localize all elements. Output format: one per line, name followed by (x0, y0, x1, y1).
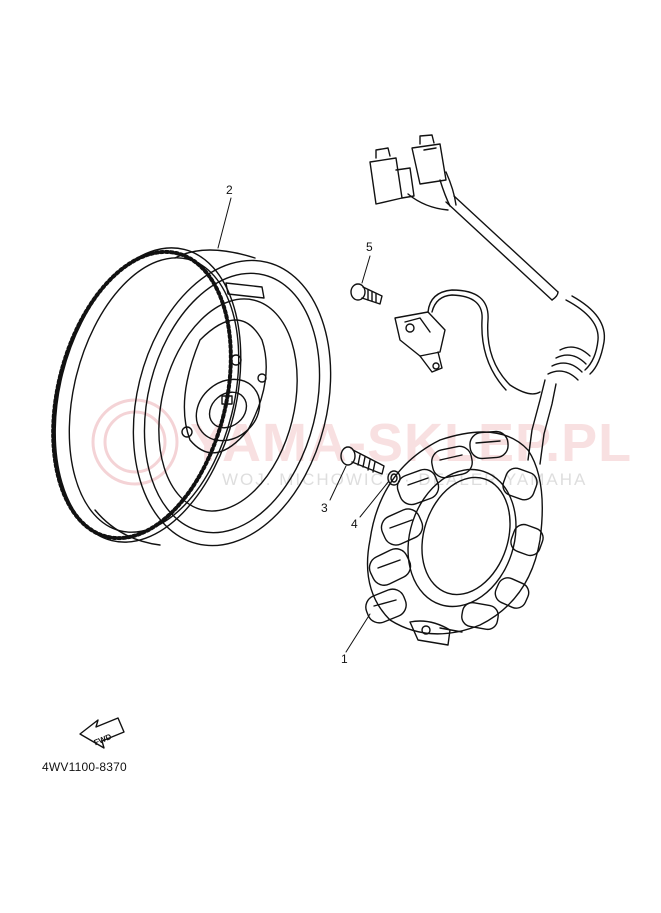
washer-part-4 (387, 470, 401, 486)
callout-5: 5 (366, 240, 373, 254)
screw-part-3 (340, 446, 385, 475)
fwd-arrow-icon (79, 717, 125, 749)
pickup-coil (394, 289, 541, 395)
watermark-text: YAMA-SKLEP.PL (190, 413, 633, 473)
stator-assembly (365, 430, 544, 646)
callout-2: 2 (226, 183, 233, 197)
wire-harness (369, 134, 606, 465)
diagram-code: 4WV1100-8370 (42, 760, 127, 774)
callout-3: 3 (321, 501, 328, 515)
callout-1: 1 (341, 652, 348, 666)
callout-4: 4 (351, 517, 358, 531)
bolt-part-5 (350, 283, 383, 305)
watermark-logo (91, 398, 179, 486)
leader-lines (217, 197, 390, 653)
rotor-flywheel (51, 247, 332, 547)
